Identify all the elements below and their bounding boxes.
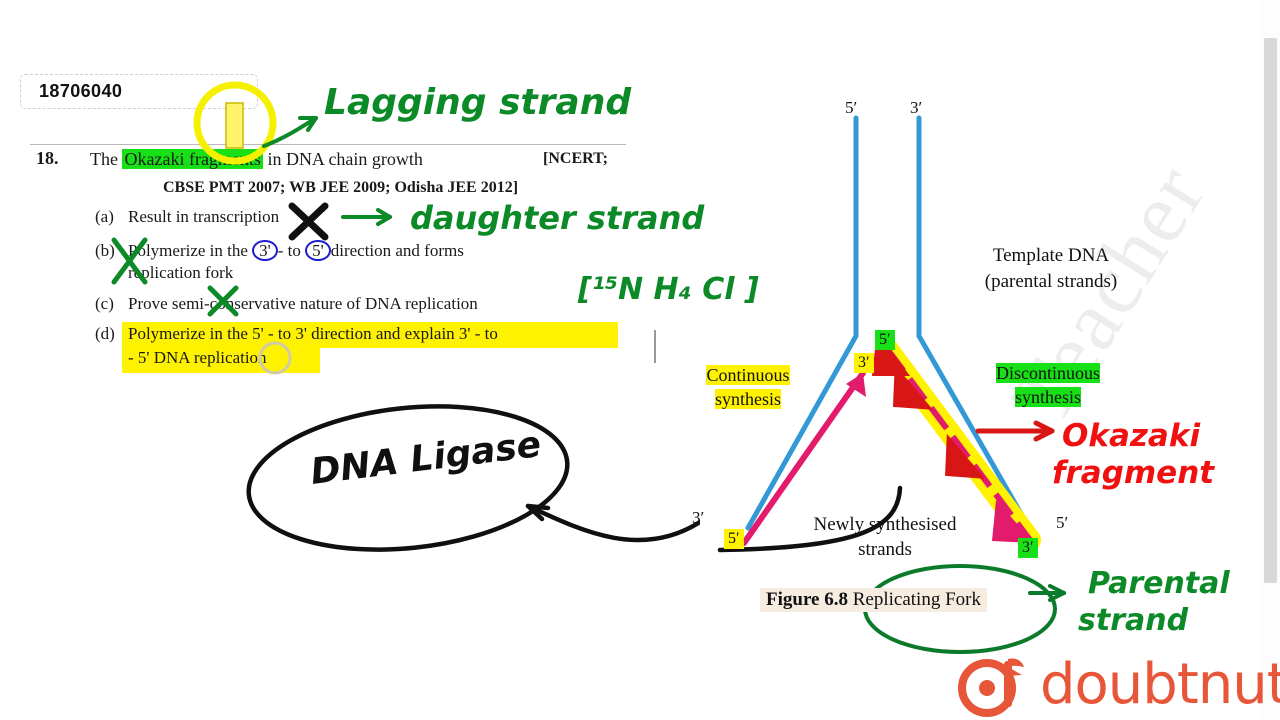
black-arrow-to-ligase xyxy=(525,503,700,543)
option-b[interactable]: (b) Polymerize in the 3'- to 5'direction … xyxy=(95,240,464,261)
option-d-text-1: Polymerize in the 5' - to 3' direction a… xyxy=(128,324,498,343)
option-b-label: (b) xyxy=(95,241,115,260)
option-d-continued: - 5' DNA replication xyxy=(128,348,267,368)
question-number: 18. xyxy=(36,148,59,168)
doubtnut-logo-text[interactable]: doubtnut xyxy=(1040,652,1280,717)
tag-leading-5prime: 5′ xyxy=(724,529,744,549)
question-id-text: 18706040 xyxy=(39,81,123,101)
cross-out-option-a xyxy=(288,202,329,241)
stem-pre: The xyxy=(90,149,123,169)
continuous-synthesis-line-2: synthesis xyxy=(714,389,781,410)
label-template-dna: Template DNA (parental strands) xyxy=(941,243,1161,294)
tag-lagging-5prime: 5′ xyxy=(875,330,895,350)
question-stem: The Okazaki fragments in DNA chain growt… xyxy=(90,149,423,170)
option-b-prime-5: 5' xyxy=(305,240,331,261)
newly-synthesised-bracket xyxy=(717,485,903,553)
scrollbar-thumb[interactable] xyxy=(1264,38,1277,583)
option-d-text-2: - 5' DNA replication xyxy=(128,348,267,367)
figure-caption-title: Replicating Fork xyxy=(847,589,981,610)
annotation-nh4cl: [¹⁵N H₄ Cl ] xyxy=(578,272,759,307)
option-b-prime-3: 3' xyxy=(252,240,278,261)
lagging-strand-dashes xyxy=(885,348,1033,542)
cross-out-option-c xyxy=(207,285,239,317)
dna-ligase-ellipse xyxy=(246,404,570,552)
tag-lagging-3prime: 3′ xyxy=(1018,538,1038,558)
annotation-parental-line1: Parental xyxy=(1088,566,1230,601)
newly-synthesised-line-2: strands xyxy=(858,538,912,560)
tag-leading-3prime: 3′ xyxy=(854,353,874,373)
annotation-parental-line2: strand xyxy=(1078,603,1189,638)
yellow-tick-mark xyxy=(225,102,244,149)
ink-overlay-left xyxy=(111,81,700,552)
leading-strand-arrowhead xyxy=(846,373,866,397)
label-3prime-top-right: 3′ xyxy=(910,98,923,117)
label-newly-synthesised-strands: Newly synthesised strands xyxy=(770,513,1000,562)
label-discontinuous-synthesis: Discontinuous synthesis xyxy=(963,361,1133,410)
template-strand-left xyxy=(745,115,859,531)
option-b-mid: - to xyxy=(277,241,301,260)
cross-out-option-b xyxy=(111,237,148,285)
option-b-continued: replication fork xyxy=(128,263,233,283)
option-b-text-2: direction and forms xyxy=(330,241,464,260)
okazaki-arrowhead-3 xyxy=(992,500,1034,543)
figure-replicating-fork: Teacher xyxy=(660,88,1260,658)
option-d[interactable]: (d) Polymerize in the 5' - to 3' directio… xyxy=(95,324,498,344)
option-a-text: Result in transcription xyxy=(128,207,280,226)
continuous-synthesis-line-1: Continuous xyxy=(706,365,790,385)
annotation-lagging-strand: Lagging strand xyxy=(324,82,632,123)
gray-circle-mark xyxy=(258,341,292,375)
okazaki-arrowhead-1 xyxy=(892,364,934,410)
option-c-label: (c) xyxy=(95,294,114,313)
label-5prime-top-left: 5′ xyxy=(845,98,858,117)
figure-caption-number: Figure 6.8 xyxy=(766,589,848,610)
option-d-highlight-line1 xyxy=(122,322,618,348)
option-b-text-1: Polymerize in the xyxy=(128,241,248,260)
annotation-okazaki-line1: Okazaki xyxy=(1062,418,1201,454)
annotation-daughter-strand: daughter strand xyxy=(410,199,705,237)
doubtnut-logo-mark[interactable] xyxy=(958,655,1028,717)
option-a-label: (a) xyxy=(95,207,114,226)
template-dna-line-2: (parental strands) xyxy=(984,270,1118,292)
divider xyxy=(30,144,626,145)
option-b-text-3: replication fork xyxy=(128,263,234,282)
stem-post: in DNA chain growth xyxy=(262,149,423,169)
template-dna-line-1: Template DNA xyxy=(992,245,1110,266)
figure-caption: Figure 6.8 Replicating Fork xyxy=(760,588,987,612)
scrollbar-gutter[interactable] xyxy=(1258,0,1280,720)
stem-highlight-okazaki: Okazaki fragments xyxy=(122,149,263,169)
okazaki-arrowhead-2 xyxy=(945,433,986,479)
source-line-2: CBSE PMT 2007; WB JEE 2009; Odisha JEE 2… xyxy=(163,179,519,196)
label-3prime-bottom-left: 3′ xyxy=(692,508,705,527)
leading-strand-arrow xyxy=(741,370,866,546)
newly-synthesised-line-1: Newly synthesised xyxy=(813,514,957,535)
template-strand-right xyxy=(916,115,1038,541)
discontinuous-synthesis-line-2: synthesis xyxy=(1014,387,1081,408)
discontinuous-synthesis-line-1: Discontinuous xyxy=(995,363,1100,383)
option-d-label: (d) xyxy=(95,324,115,343)
label-5prime-bottom-right: 5′ xyxy=(1056,513,1069,532)
source-line-1: [NCERT; xyxy=(543,150,608,167)
yellow-circle-mark xyxy=(193,81,277,165)
label-continuous-synthesis: Continuous synthesis xyxy=(678,363,818,412)
annotation-okazaki-line2: fragment xyxy=(1052,455,1215,491)
option-a[interactable]: (a) Result in transcription xyxy=(95,207,279,227)
